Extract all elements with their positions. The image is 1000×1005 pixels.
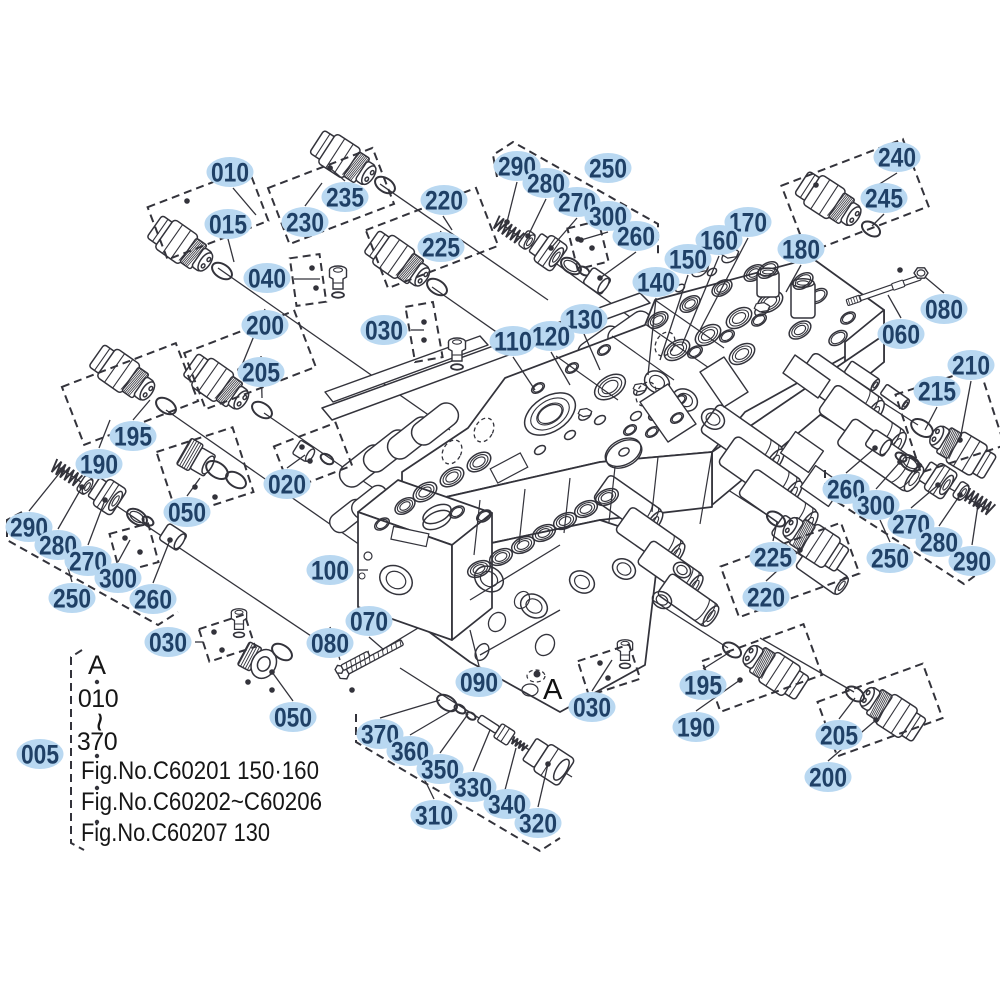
svg-text:210: 210 <box>952 351 990 381</box>
svg-text:225: 225 <box>422 233 460 263</box>
svg-text:205: 205 <box>820 721 858 751</box>
svg-text:060: 060 <box>882 320 920 350</box>
svg-text:260: 260 <box>617 222 655 252</box>
svg-text:070: 070 <box>350 607 388 637</box>
svg-text:245: 245 <box>865 184 903 214</box>
svg-text:195: 195 <box>114 422 152 452</box>
svg-text:030: 030 <box>149 628 187 658</box>
svg-text:180: 180 <box>782 235 820 265</box>
svg-text:240: 240 <box>878 143 916 173</box>
svg-text:~: ~ <box>80 712 118 732</box>
svg-text:050: 050 <box>274 703 312 733</box>
svg-text:250: 250 <box>871 544 909 574</box>
svg-text:195: 195 <box>684 671 722 701</box>
svg-text:A: A <box>88 650 106 680</box>
svg-text:320: 320 <box>519 809 557 839</box>
svg-text:190: 190 <box>80 450 118 480</box>
svg-text:010: 010 <box>211 158 249 188</box>
svg-text:010: 010 <box>78 685 118 713</box>
svg-text:200: 200 <box>809 763 847 793</box>
svg-text:310: 310 <box>415 801 453 831</box>
svg-text:250: 250 <box>589 154 627 184</box>
svg-text:190: 190 <box>677 713 715 743</box>
svg-text:Fig.No.C60201 150·160: Fig.No.C60201 150·160 <box>81 757 319 785</box>
svg-text:090: 090 <box>460 668 498 698</box>
svg-text:205: 205 <box>242 358 280 388</box>
svg-text:300: 300 <box>99 564 137 594</box>
svg-text:020: 020 <box>268 470 306 500</box>
svg-text:290: 290 <box>953 547 991 577</box>
svg-text:Fig.No.C60202~C60206: Fig.No.C60202~C60206 <box>81 788 322 816</box>
svg-text:120: 120 <box>532 322 570 352</box>
svg-text:140: 140 <box>637 268 675 298</box>
svg-text:030: 030 <box>365 316 403 346</box>
svg-text:015: 015 <box>209 210 247 240</box>
svg-text:100: 100 <box>311 556 349 586</box>
svg-text:200: 200 <box>246 311 284 341</box>
svg-text:215: 215 <box>918 377 956 407</box>
svg-text:080: 080 <box>311 629 349 659</box>
svg-text:005: 005 <box>21 740 59 770</box>
svg-text:260: 260 <box>134 585 172 615</box>
svg-text:040: 040 <box>248 264 286 294</box>
svg-text:030: 030 <box>573 693 611 723</box>
svg-text:235: 235 <box>326 183 364 213</box>
svg-text:110: 110 <box>494 327 532 357</box>
svg-text:250: 250 <box>53 584 91 614</box>
svg-text:A: A <box>543 674 563 706</box>
svg-text:220: 220 <box>747 583 785 613</box>
svg-text:300: 300 <box>857 491 895 521</box>
svg-text:080: 080 <box>925 295 963 325</box>
svg-text:230: 230 <box>286 208 324 238</box>
svg-text:225: 225 <box>754 543 792 573</box>
svg-text:220: 220 <box>425 186 463 216</box>
svg-text:Fig.No.C60207 130: Fig.No.C60207 130 <box>81 819 270 847</box>
svg-text:370: 370 <box>77 728 117 756</box>
svg-text:050: 050 <box>168 498 206 528</box>
